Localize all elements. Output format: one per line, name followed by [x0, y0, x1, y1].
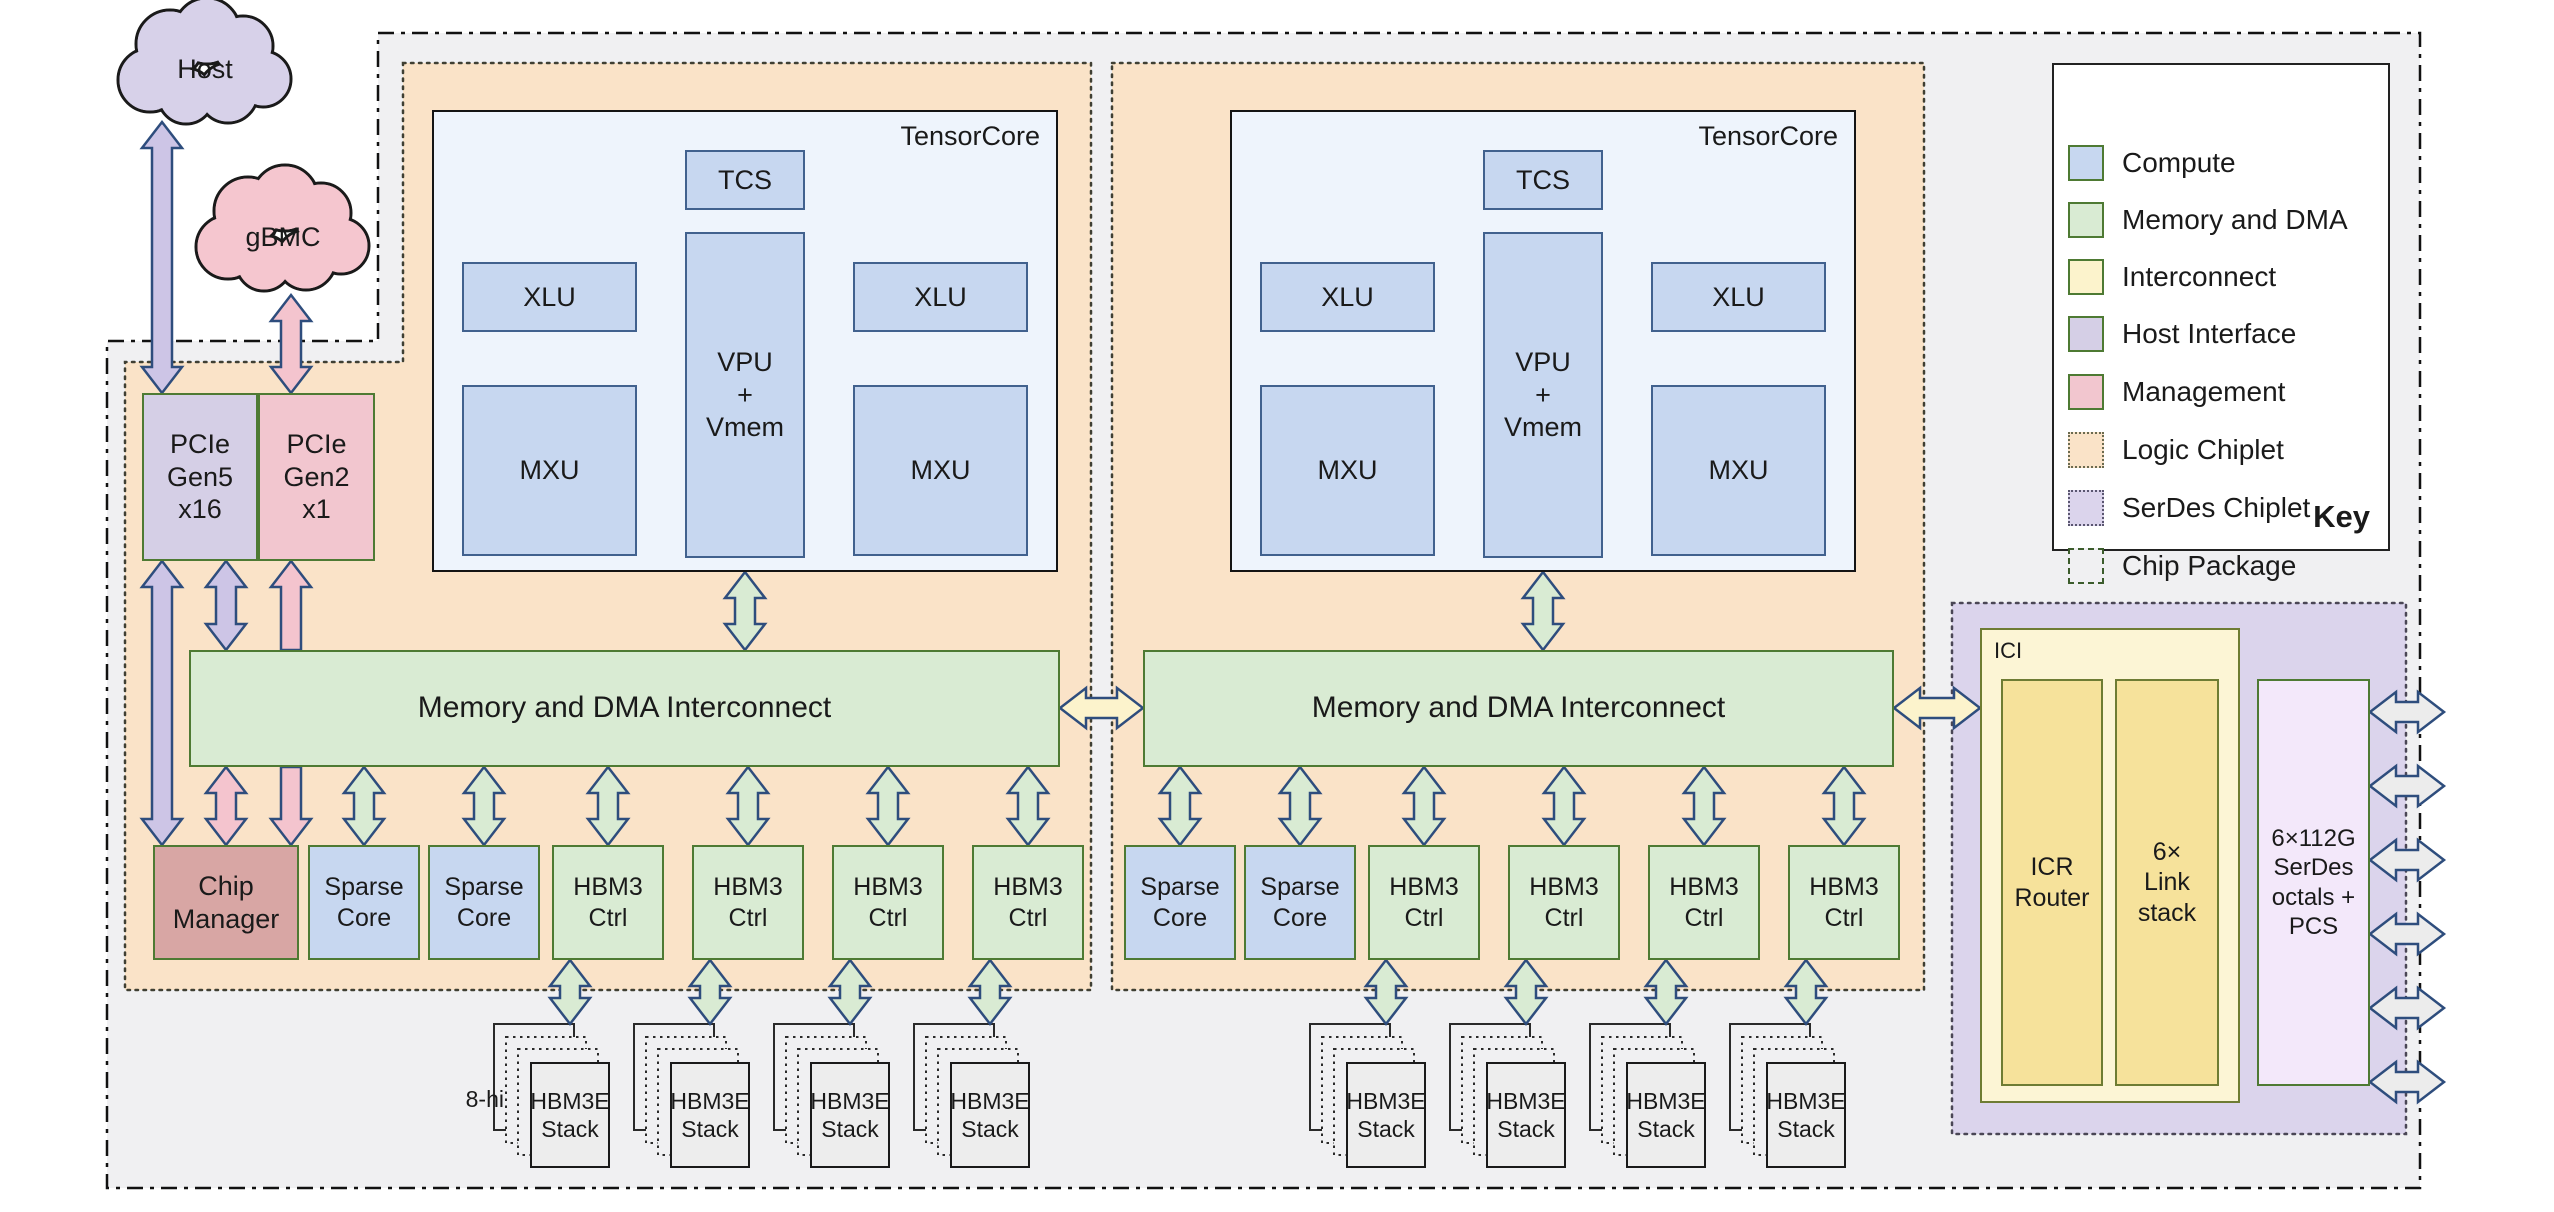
- sparse-core-4: Sparse Core: [1244, 845, 1356, 960]
- key-title: Key: [2313, 499, 2370, 534]
- flow-arrow: [268, 765, 314, 848]
- stack-height-label: 8-hi: [465, 1086, 504, 1112]
- hbm3e-stack-8: HBM3E Stack: [1766, 1062, 1846, 1168]
- mxu-1-right: MXU: [853, 385, 1028, 556]
- key-label: Compute: [2122, 147, 2236, 178]
- hbm3-ctrl-5: HBM3 Ctrl: [1368, 845, 1480, 960]
- serdes-octals: 6×112G SerDes octals + PCS: [2257, 679, 2370, 1086]
- flow-arrow: [687, 957, 733, 1027]
- host-cloud-label: Host: [177, 53, 233, 84]
- key-label: Management: [2122, 376, 2286, 407]
- flow-arrow: [1783, 957, 1829, 1027]
- sparse-core-3: Sparse Core: [1124, 845, 1236, 960]
- memory-dma-interconnect-1: Memory and DMA Interconnect: [189, 650, 1060, 767]
- host-interface-swatch: [2068, 316, 2104, 352]
- logic-chiplet-swatch: [2068, 432, 2104, 468]
- hbm3-ctrl-6: HBM3 Ctrl: [1508, 845, 1620, 960]
- key-label: Host Interface: [2122, 318, 2297, 349]
- sparse-core-2: Sparse Core: [428, 845, 540, 960]
- flow-arrow: [1363, 957, 1409, 1027]
- gbmc-cloud: [194, 163, 371, 293]
- key-legend: Compute Memory and DMA Interconnect Host…: [2052, 63, 2390, 584]
- flow-arrow: [2367, 1059, 2447, 1105]
- hbm3e-stack-3: HBM3E Stack: [810, 1062, 890, 1168]
- key-label: SerDes Chiplet: [2122, 492, 2311, 523]
- sparse-core-1: Sparse Core: [308, 845, 420, 960]
- mxu-2-left: MXU: [1260, 385, 1435, 556]
- hbm3-ctrl-1: HBM3 Ctrl: [552, 845, 664, 960]
- tensorcore-1-label: TensorCore: [900, 121, 1040, 151]
- key-row-serdes-chiplet: SerDes Chiplet: [2068, 490, 2310, 526]
- tcs-1: TCS: [685, 150, 805, 210]
- ici-label: ICI: [1994, 638, 2023, 663]
- key-row-management: Management: [2068, 374, 2285, 410]
- pcie-gen2-block: PCIe Gen2 x1: [258, 393, 375, 561]
- xlu-2-right: XLU: [1651, 262, 1826, 332]
- key-label: Chip Package: [2122, 550, 2297, 581]
- flow-arrow: [2367, 911, 2447, 957]
- hbm3e-stack-6: HBM3E Stack: [1486, 1062, 1566, 1168]
- compute-swatch: [2068, 145, 2104, 181]
- key-label: Interconnect: [2122, 261, 2277, 292]
- vpu-vmem-2: VPU + Vmem: [1483, 232, 1603, 558]
- hbm3e-stack-4: HBM3E Stack: [950, 1062, 1030, 1168]
- mxu-1-left: MXU: [462, 385, 637, 556]
- flow-arrow: [547, 957, 593, 1027]
- serdes-chiplet-swatch: [2068, 490, 2104, 526]
- hbm3e-stack-5: HBM3E Stack: [1346, 1062, 1426, 1168]
- hbm3e-stack-2: HBM3E Stack: [670, 1062, 750, 1168]
- management-swatch: [2068, 374, 2104, 410]
- hbm3e-stack-1: HBM3E Stack: [530, 1062, 610, 1168]
- key-row-logic-chiplet: Logic Chiplet: [2068, 432, 2284, 468]
- flow-arrow: [2367, 985, 2447, 1031]
- key-row-compute: Compute: [2068, 145, 2236, 181]
- interconnect-swatch: [2068, 259, 2104, 295]
- xlu-1-right: XLU: [853, 262, 1028, 332]
- icr-router: ICR Router: [2001, 679, 2103, 1086]
- chip-manager: Chip Manager: [153, 845, 299, 960]
- hbm3-ctrl-7: HBM3 Ctrl: [1648, 845, 1760, 960]
- host-cloud: [116, 0, 293, 126]
- flow-arrow: [827, 957, 873, 1027]
- key-row-memory: Memory and DMA: [2068, 202, 2348, 238]
- tcs-2: TCS: [1483, 150, 1603, 210]
- key-label: Logic Chiplet: [2122, 434, 2284, 465]
- flow-arrow: [2367, 837, 2447, 883]
- flow-arrow: [2367, 689, 2447, 735]
- gbmc-cloud-label: gBMC: [245, 221, 321, 252]
- key-label: Memory and DMA: [2122, 204, 2348, 235]
- flow-arrow: [1643, 957, 1689, 1027]
- flow-arrow: [967, 957, 1013, 1027]
- hbm3-ctrl-8: HBM3 Ctrl: [1788, 845, 1900, 960]
- vpu-vmem-1: VPU + Vmem: [685, 232, 805, 558]
- memory-swatch: [2068, 202, 2104, 238]
- mxu-2-right: MXU: [1651, 385, 1826, 556]
- pcie-gen5-block: PCIe Gen5 x16: [142, 393, 258, 561]
- flow-arrow: [1503, 957, 1549, 1027]
- xlu-1-left: XLU: [462, 262, 637, 332]
- hbm3e-stack-7: HBM3E Stack: [1626, 1062, 1706, 1168]
- key-row-interconnect: Interconnect: [2068, 259, 2276, 295]
- key-row-chip-package: Chip Package: [2068, 548, 2296, 584]
- xlu-2-left: XLU: [1260, 262, 1435, 332]
- hbm3-ctrl-2: HBM3 Ctrl: [692, 845, 804, 960]
- hbm3-ctrl-3: HBM3 Ctrl: [832, 845, 944, 960]
- tensorcore-2-label: TensorCore: [1698, 121, 1838, 151]
- chip-package-swatch: [2068, 548, 2104, 584]
- flow-arrow: [2367, 763, 2447, 809]
- hbm3-ctrl-4: HBM3 Ctrl: [972, 845, 1084, 960]
- memory-dma-interconnect-2: Memory and DMA Interconnect: [1143, 650, 1894, 767]
- link-stack: 6× Link stack: [2115, 679, 2219, 1086]
- key-row-host-interface: Host Interface: [2068, 316, 2296, 352]
